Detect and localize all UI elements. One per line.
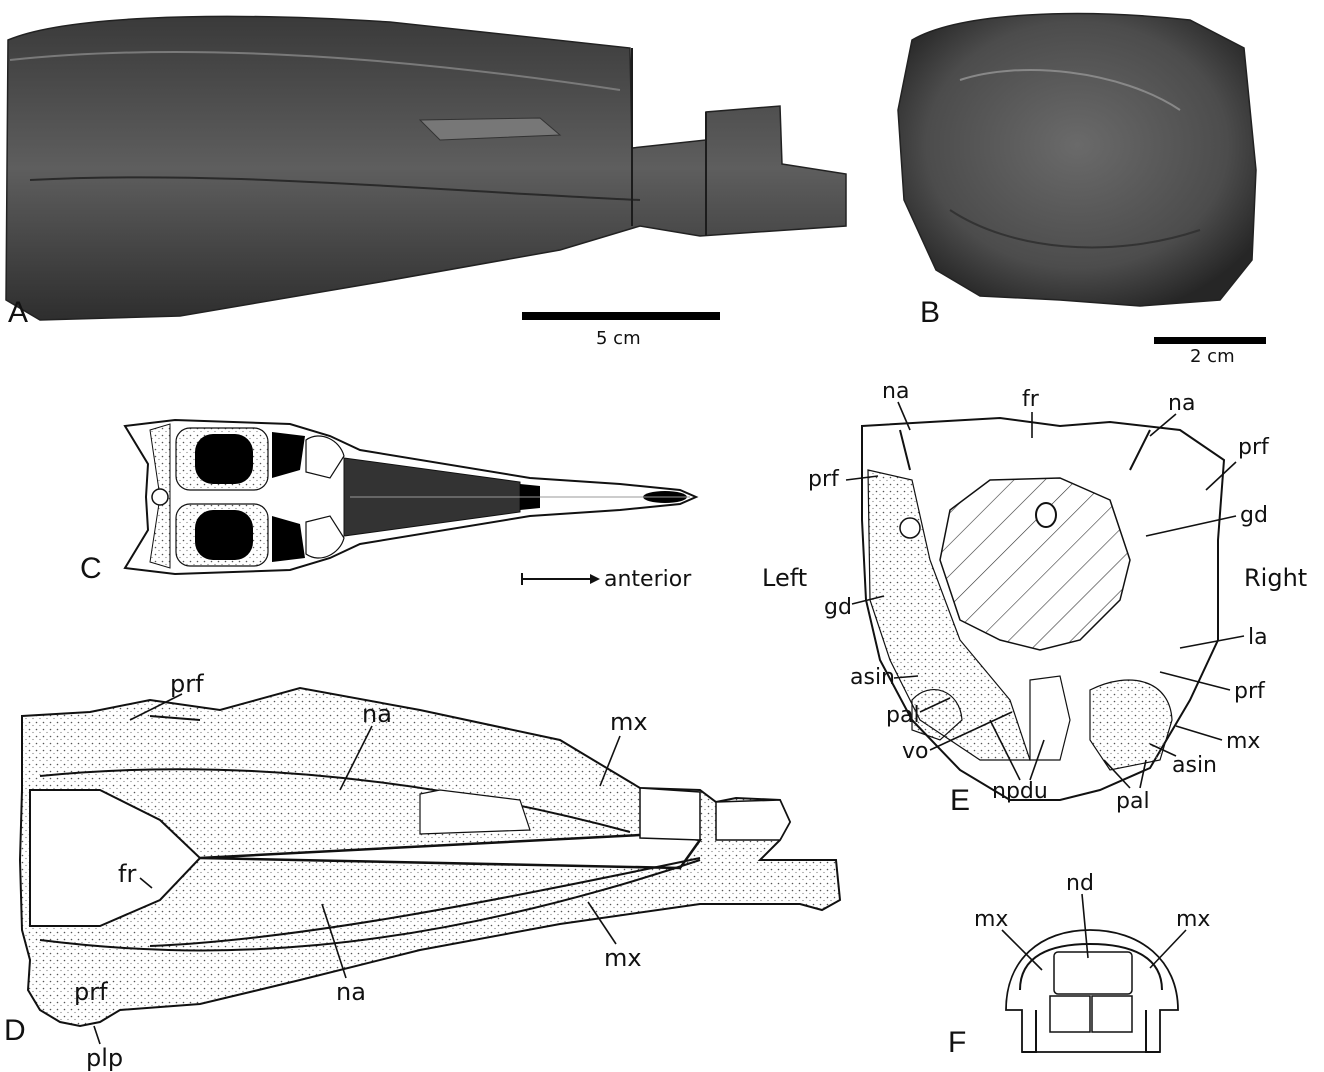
label-e-vo: vo <box>902 739 928 764</box>
label-d-plp: plp <box>86 1044 123 1072</box>
panel-f-schematic <box>1006 930 1178 1052</box>
panel-c-skull-diagram <box>125 420 696 574</box>
panel-label-e: E <box>950 784 970 817</box>
label-d-prf-top: prf <box>170 670 204 698</box>
label-e-na-right: na <box>1168 391 1195 416</box>
label-e-prf-left: prf <box>808 467 840 492</box>
label-e-pal-left: pal <box>886 703 920 728</box>
panel-label-a: A <box>8 296 28 329</box>
panel-label-c: C <box>80 552 102 585</box>
label-d-mx-bottom: mx <box>604 944 642 972</box>
label-d-na-bottom: na <box>336 978 366 1006</box>
panel-a-fossil-photo <box>6 16 846 320</box>
label-e-prf-right: prf <box>1238 435 1270 460</box>
scale-bar-b <box>1154 337 1266 344</box>
panel-b-fossil-photo <box>898 14 1256 306</box>
anterior-label: anterior <box>604 567 692 592</box>
label-e-npdu: npdu <box>992 779 1048 804</box>
label-e-fr: fr <box>1022 387 1040 412</box>
label-e-na-left: na <box>882 379 909 404</box>
label-e-pal-bottom: pal <box>1116 789 1150 814</box>
label-e-gd-right: gd <box>1240 503 1268 528</box>
label-d-fr: fr <box>118 860 136 888</box>
label-f-mx-left: mx <box>974 907 1008 932</box>
panel-label-b: B <box>920 296 940 329</box>
label-e-asin-right: asin <box>1172 753 1217 778</box>
label-e-prf-lower: prf <box>1234 679 1266 704</box>
label-e-mx: mx <box>1226 729 1260 754</box>
anterior-arrow <box>522 573 600 585</box>
label-d-na-top: na <box>362 700 392 728</box>
scale-label-b: 2 cm <box>1190 346 1235 367</box>
label-d-prf-bottom: prf <box>74 978 108 1006</box>
label-f-nd: nd <box>1066 871 1094 896</box>
scale-bar-a <box>522 312 720 320</box>
label-e-gd-left: gd <box>824 595 852 620</box>
label-e-la: la <box>1248 625 1268 650</box>
label-e-left: Left <box>762 564 807 592</box>
label-f-mx-right: mx <box>1176 907 1210 932</box>
label-e-right: Right <box>1244 564 1307 592</box>
label-d-mx-top: mx <box>610 708 648 736</box>
scale-label-a: 5 cm <box>596 328 641 349</box>
panel-label-f: F <box>948 1026 966 1059</box>
panel-d-snout-drawing <box>20 688 840 1026</box>
panel-label-d: D <box>4 1014 26 1047</box>
label-e-asin-left: asin <box>850 665 895 690</box>
